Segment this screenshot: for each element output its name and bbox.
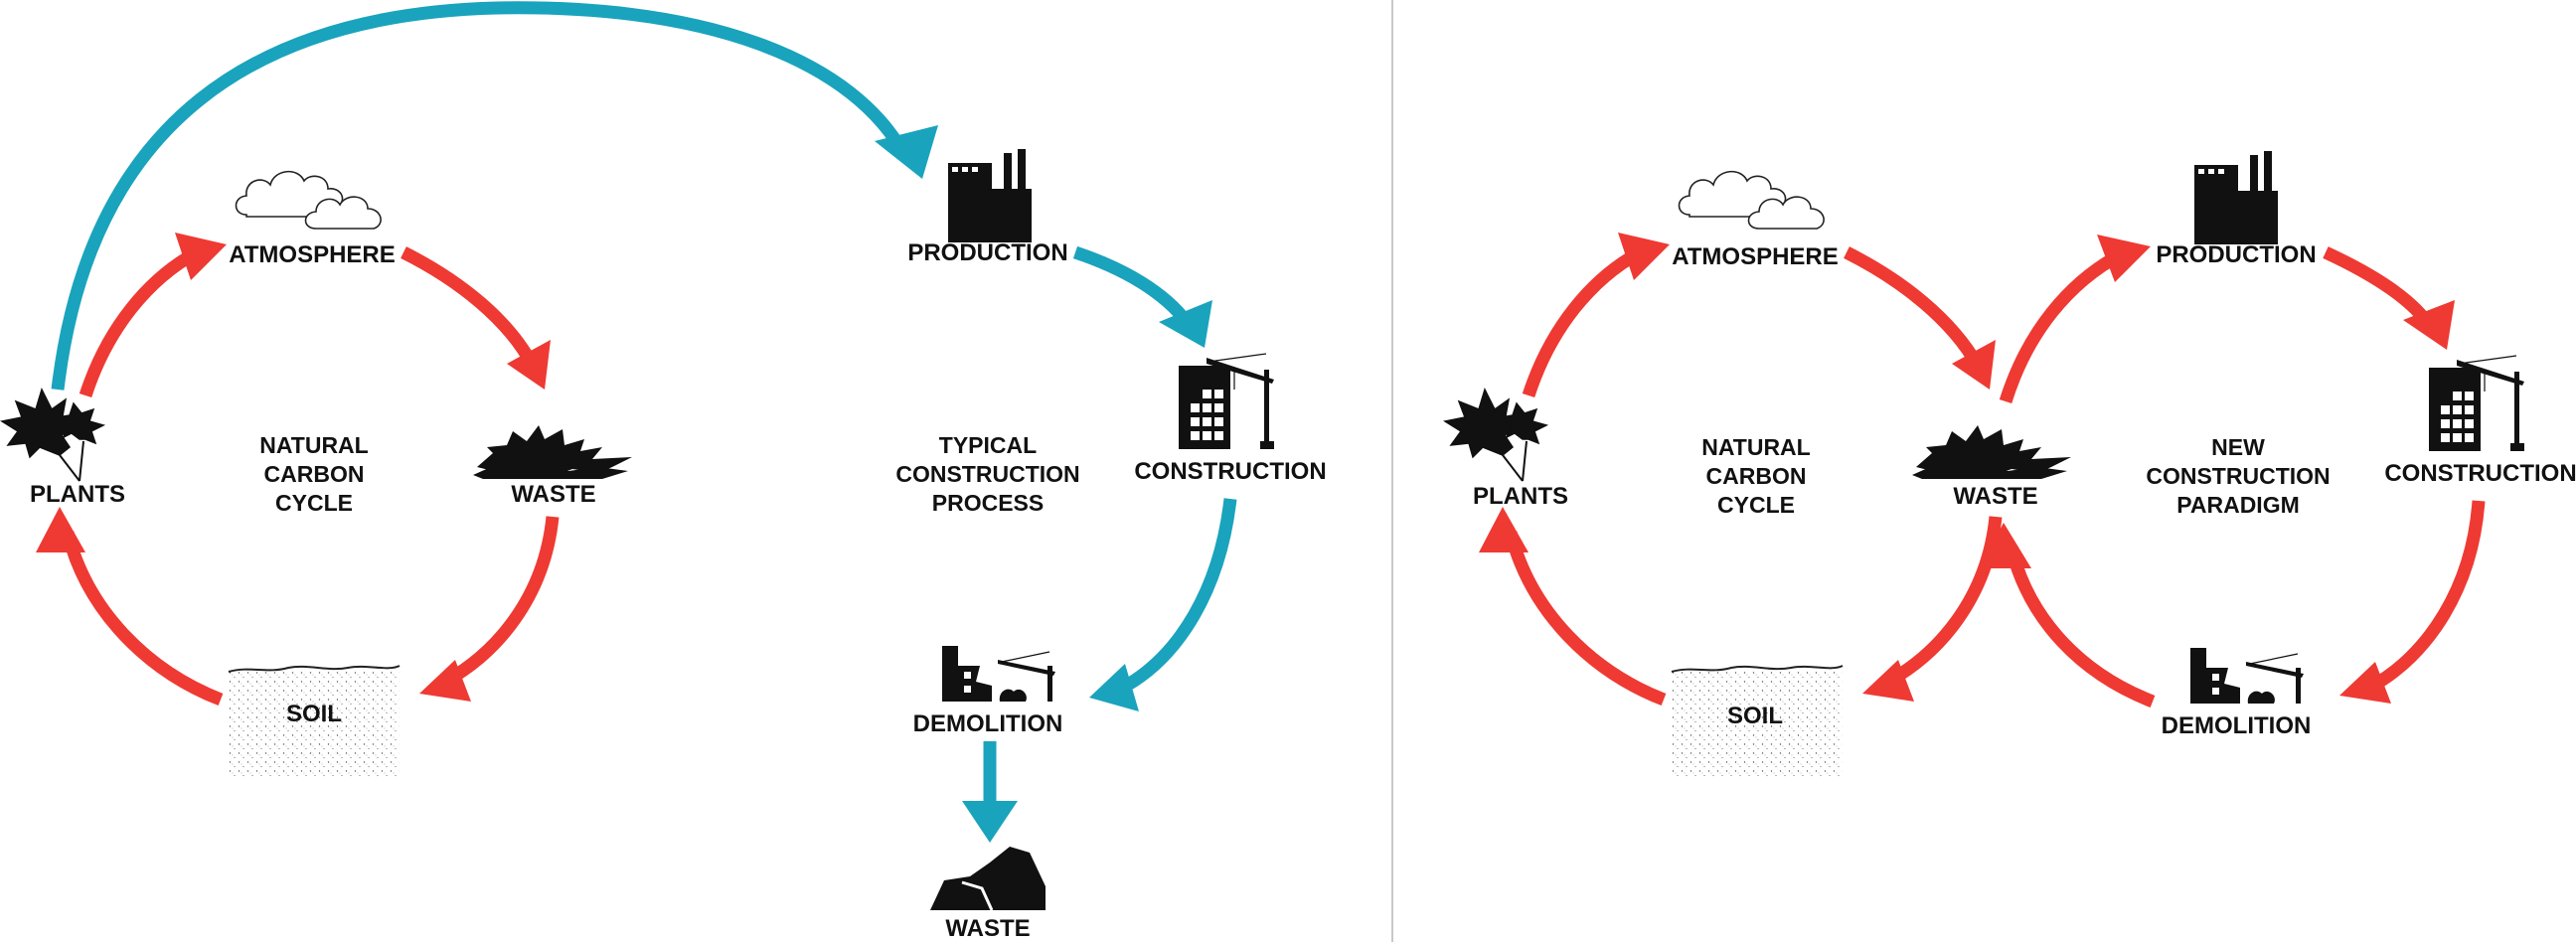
demolition-icon (2190, 648, 2304, 704)
soil-icon (1671, 665, 1844, 777)
label-plants: PLANTS (1473, 483, 1568, 510)
title-line-1: NATURAL (259, 432, 368, 458)
cloud-icon (1678, 170, 1825, 230)
title-line-2: CONSTRUCTION (2146, 463, 2330, 489)
factory-icon (948, 149, 1032, 242)
factory-icon (2194, 151, 2278, 244)
label-atmosphere: ATMOSPHERE (229, 241, 396, 268)
label-waste-final: WASTE (945, 915, 1030, 942)
natural-cycle-arrowheads (36, 233, 551, 702)
title-line-3: PROCESS (932, 490, 1044, 516)
label-waste: WASTE (511, 481, 595, 508)
arrow-atmosphere-to-waste (401, 246, 539, 370)
title-line-1: NEW (2211, 434, 2265, 460)
arrow-waste-to-production (1999, 248, 2125, 403)
building-crane-icon (1179, 353, 1274, 449)
arrow-soil-to-plants (1504, 531, 1667, 706)
arrow-waste-to-soil (1877, 516, 2003, 692)
maple-leaf-icon (0, 387, 106, 482)
label-soil: SOIL (1727, 703, 1783, 729)
arrow-waste-to-soil (434, 516, 560, 692)
title-line-2: CARBON (264, 461, 365, 487)
maple-leaf-icon (1443, 387, 1549, 482)
waste-pile-icon (1912, 425, 2071, 479)
label-demolition: DEMOLITION (913, 710, 1063, 737)
cloud-icon (235, 170, 382, 230)
label-production: PRODUCTION (2156, 241, 2316, 268)
rubble-icon (930, 847, 1046, 911)
label-demolition: DEMOLITION (2162, 712, 2312, 739)
label-construction: CONSTRUCTION (2384, 460, 2576, 487)
new-paradigm-title: NEW CONSTRUCTION PARADIGM (2146, 434, 2330, 518)
label-soil: SOIL (286, 701, 342, 727)
title-line-1: NATURAL (1701, 434, 1810, 460)
arrow-atmosphere-to-waste (1844, 246, 1984, 370)
building-crane-icon (2429, 355, 2524, 451)
title-line-1: TYPICAL (939, 432, 1037, 458)
arrow-plants-to-production (51, 1, 910, 391)
arrow-construction-to-demolition (1115, 498, 1237, 696)
natural-cycle-title: NATURAL CARBON CYCLE (259, 432, 368, 516)
right-natural-cycle-title: NATURAL CARBON CYCLE (1701, 434, 1810, 518)
label-production: PRODUCTION (907, 239, 1067, 266)
label-construction: CONSTRUCTION (1134, 458, 1326, 485)
title-line-3: PARADIGM (2176, 492, 2300, 518)
right-natural-cycle-arrowheads (1479, 233, 1996, 702)
title-line-2: CONSTRUCTION (895, 461, 1079, 487)
title-line-2: CARBON (1706, 463, 1807, 489)
label-atmosphere: ATMOSPHERE (1672, 243, 1839, 270)
label-waste: WASTE (1953, 483, 2037, 510)
typical-process-arrowheads (875, 125, 1212, 843)
title-line-3: CYCLE (275, 490, 353, 516)
title-line-3: CYCLE (1717, 492, 1795, 518)
typical-process-title: TYPICAL CONSTRUCTION PROCESS (895, 432, 1079, 516)
waste-pile-icon (473, 425, 632, 479)
demolition-icon (942, 646, 1055, 702)
arrow-soil-to-plants (61, 531, 224, 706)
new-paradigm-arrowheads (1980, 235, 2455, 704)
soil-icon (228, 665, 401, 777)
arrow-plants-to-atmosphere (79, 246, 201, 398)
arrow-construction-to-demolition (2365, 500, 2486, 694)
arrow-demolition-to-waste (2005, 547, 2156, 708)
arrow-plants-to-atmosphere (1522, 246, 1644, 398)
label-plants: PLANTS (30, 481, 125, 508)
